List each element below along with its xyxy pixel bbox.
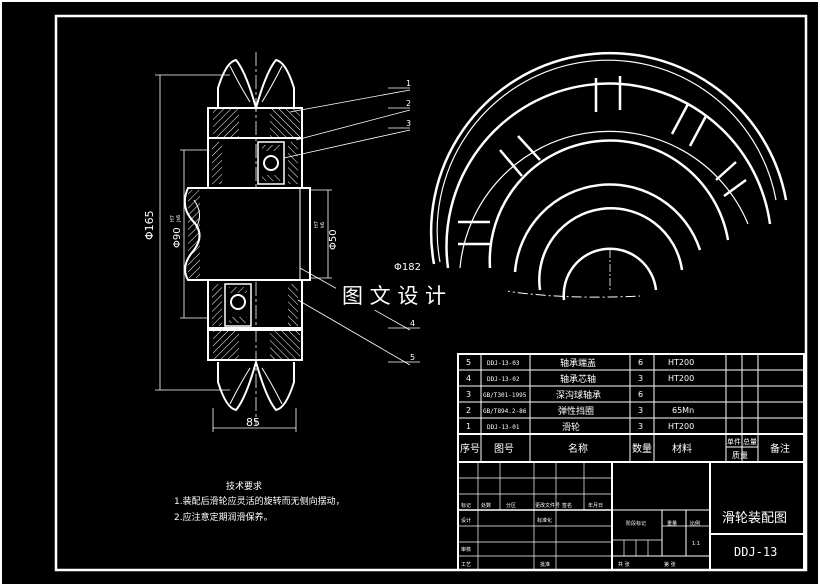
label-change-doc: 更改文件号 (535, 502, 560, 509)
dim-shaft-tol-lower: k6 (320, 222, 326, 228)
label-sign: 签名 (562, 502, 572, 509)
header-remark: 备注 (770, 442, 790, 455)
header-name: 名称 (568, 442, 588, 455)
label-count: 处数 (481, 502, 491, 509)
bearing-ball-top (263, 155, 279, 171)
header-unit-weight: 单件 (727, 437, 741, 446)
dim-shaft: Φ50 (328, 229, 339, 250)
row-drawing-no: GB/T301-1995 (483, 392, 527, 399)
dimension-lines (155, 74, 420, 432)
watermark: 图 文 设 计 (342, 284, 446, 308)
row-drawing-no: GB/T894.2-86 (483, 408, 527, 415)
row-drawing-no: DDJ-13-01 (487, 424, 520, 431)
drawing-title: 滑轮装配图 (722, 511, 787, 526)
dim-width: 85 (246, 416, 260, 429)
side-view (429, 51, 788, 301)
row-material: 65Mn (672, 406, 694, 415)
row-seq: 4 (466, 374, 471, 383)
row-qty: 3 (638, 422, 643, 431)
header-qty: 数量 (632, 442, 652, 455)
shaft (183, 187, 311, 281)
inner-frame (54, 14, 808, 572)
part-ref-4: 4 (410, 319, 415, 328)
row-name: 轴承端盖 (560, 357, 596, 369)
drawing-number: DDJ-13 (734, 545, 777, 559)
label-scale: 比例 (690, 520, 700, 527)
row-drawing-no: DDJ-13-02 (487, 376, 520, 383)
tech-req-item-1: 1.装配后滑轮应灵活的旋转而无侧向摆动， (174, 495, 345, 507)
parts-list-rows: 5 DDJ-13-03 轴承端盖 6 HT200 4 DDJ-13-02 轴承芯… (466, 357, 694, 433)
row-seq: 3 (466, 390, 471, 399)
value-scale: 1:1 (692, 541, 700, 547)
label-sheet-no: 第 张 (664, 561, 676, 568)
row-seq: 2 (466, 406, 471, 415)
section-view (183, 52, 311, 425)
header-drawing-no: 图号 (494, 443, 514, 455)
dim-bore: Φ90 (172, 227, 183, 248)
row-material: HT200 (668, 374, 694, 383)
label-approve: 批准 (540, 561, 550, 568)
row-seq: 5 (466, 358, 471, 367)
row-qty: 3 (638, 374, 643, 383)
label-mark: 标记 (461, 502, 471, 509)
label-process: 工艺 (461, 562, 471, 568)
title-block-labels: 标记 处数 分区 更改文件号 签名 年月日 设计 标准化 阶段标记 重量 比例 … (461, 502, 700, 568)
dim-pitch-diameter: Φ182 (394, 262, 421, 273)
row-name: 滑轮 (562, 421, 580, 433)
part-ref-1: 1 (406, 79, 411, 88)
header-material: 材料 (672, 442, 692, 455)
bearing-ball-bottom (230, 294, 246, 310)
label-date: 年月日 (588, 502, 603, 509)
row-name: 深沟球轴承 (556, 389, 601, 401)
label-sheets-total: 共 张 (618, 561, 630, 568)
row-material: HT200 (668, 422, 694, 431)
part-ref-2: 2 (406, 99, 411, 108)
dim-bore-tol-upper: H7 (170, 215, 176, 222)
title-block-grid (457, 461, 805, 571)
header-weight: 质量 (732, 450, 748, 460)
label-review: 审核 (461, 546, 471, 553)
header-total-weight: 总量 (743, 437, 757, 446)
row-qty: 6 (638, 358, 643, 367)
row-drawing-no: DDJ-13-03 (487, 360, 520, 367)
row-seq: 1 (466, 422, 471, 431)
label-stage-mark: 阶段标记 (626, 520, 646, 527)
row-material: HT200 (668, 358, 694, 367)
dim-bore-tol-lower: js6 (176, 215, 182, 223)
dim-shaft-tol-upper: H7 (314, 221, 320, 228)
dim-overall-diameter: Φ165 (143, 210, 156, 240)
tech-req-title: 技术要求 (226, 480, 262, 492)
part-ref-3: 3 (406, 119, 411, 128)
label-weight: 重量 (667, 520, 677, 527)
row-name: 弹性挡圈 (558, 405, 594, 417)
header-seq: 序号 (460, 442, 480, 455)
row-qty: 3 (638, 406, 643, 415)
watermark-bg (336, 280, 508, 310)
tech-req-item-2: 2.应注意定期润滑保养。 (174, 511, 273, 523)
label-designer: 设计 (461, 517, 471, 524)
rim-bottom (217, 358, 295, 412)
label-standardize: 标准化 (537, 517, 552, 524)
label-zone: 分区 (506, 502, 516, 509)
part-ref-5: 5 (410, 353, 415, 362)
row-name: 轴承芯轴 (560, 373, 596, 385)
row-qty: 6 (638, 390, 643, 399)
